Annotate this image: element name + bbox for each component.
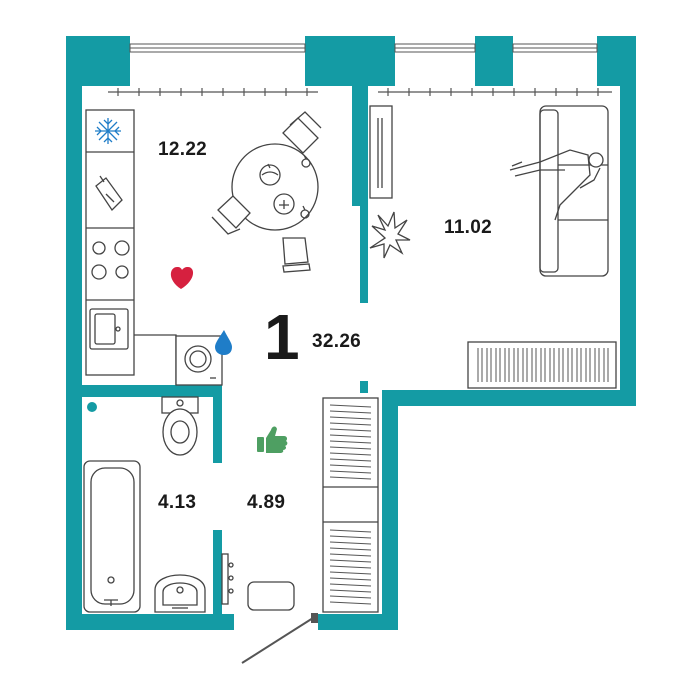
- bathroom-area-label: 4.13: [158, 492, 197, 513]
- tv-unit: [369, 105, 393, 199]
- thumbs-up-icon: [257, 426, 288, 453]
- wall-bath-side: [213, 385, 222, 463]
- kitchen-area-label: 12.22: [158, 139, 208, 160]
- person-on-sofa: [509, 149, 604, 221]
- snowflake-icon: [95, 118, 121, 144]
- rooms-count-label: 1: [264, 301, 300, 373]
- curtain-rods: [108, 88, 612, 96]
- wall-right-lower: [382, 390, 636, 406]
- dining-chair-left: [211, 195, 251, 235]
- total-area-label: 32.26: [312, 331, 362, 352]
- door-mat: [247, 581, 295, 611]
- wall-bottom-right: [318, 614, 398, 630]
- wall-right: [620, 36, 636, 406]
- water-drop-icon: [215, 330, 232, 355]
- entrance-door: [241, 613, 318, 664]
- bathroom-sink-icon: [154, 574, 206, 613]
- wall-bath-side-2: [213, 530, 222, 614]
- bath-light-dot: [87, 402, 97, 412]
- wall-top-mid: [305, 36, 395, 86]
- living-area-label: 11.02: [444, 217, 492, 238]
- wall-door-stub: [360, 381, 368, 393]
- wall-bath-top: [82, 385, 222, 397]
- dining-chair-top: [282, 111, 322, 154]
- wardrobe: [322, 397, 379, 613]
- cooktop-icon: [91, 240, 130, 280]
- wall-top-mid2: [475, 36, 513, 86]
- radiator: [467, 341, 617, 389]
- heart-icon: [170, 266, 194, 289]
- walls: [66, 36, 636, 630]
- toilet-icon: [161, 396, 199, 456]
- wall-partition-vertical-2: [360, 205, 368, 303]
- wall-inner-right: [382, 390, 398, 630]
- wall-partition-vertical: [352, 86, 368, 206]
- plant-icon: [369, 211, 411, 259]
- dining-chair-bottom: [282, 237, 311, 273]
- bathtub-icon: [83, 460, 141, 613]
- shoe-rack: [221, 553, 234, 605]
- wall-bottom-left: [66, 614, 234, 630]
- kitchen-sink-icon: [89, 308, 129, 350]
- washing-machine-icon: [175, 335, 223, 386]
- dining-table: [231, 143, 319, 231]
- windows: [129, 43, 598, 53]
- hallway-area-label: 4.89: [247, 492, 286, 513]
- wall-left: [66, 36, 82, 630]
- cutting-board-icon: [95, 175, 123, 212]
